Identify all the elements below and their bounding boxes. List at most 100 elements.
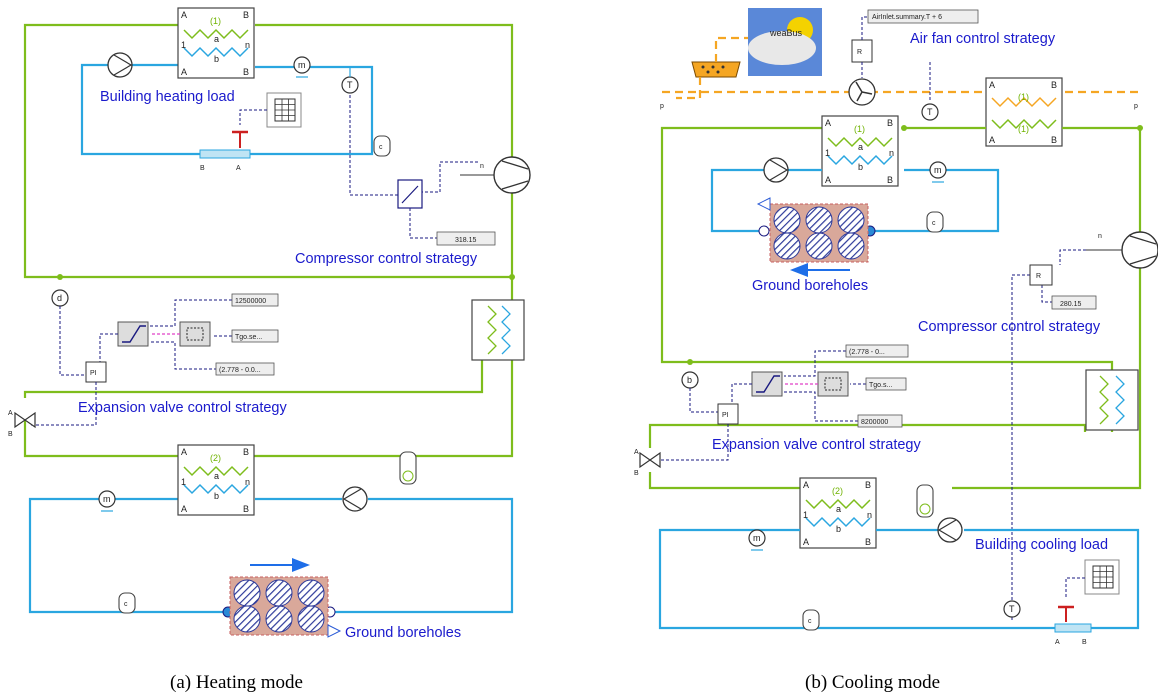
compressor-signals-b <box>1011 249 1086 620</box>
m-label-building-b: m <box>753 533 761 543</box>
mass-flow-sensor-a[interactable]: m <box>293 56 311 78</box>
valve-param-box-3-a[interactable] <box>215 362 275 376</box>
b-signal <box>689 388 718 413</box>
compressor-controller-b[interactable]: R <box>1029 264 1053 286</box>
building-cooler-b[interactable]: A B <box>1054 605 1092 646</box>
valve-controller-b[interactable] <box>817 371 849 397</box>
building-hx-b[interactable]: A B (2) a b 1 n A B <box>799 477 877 549</box>
air-p-right: p <box>1134 103 1138 110</box>
expansion-tank-a1[interactable]: c <box>373 135 391 157</box>
building-load-table[interactable] <box>266 92 302 128</box>
hxb1-id: (1) <box>854 124 865 134</box>
ground-mass-flow-b[interactable]: m <box>929 161 947 183</box>
ground-pump-a[interactable] <box>342 486 368 512</box>
valve-pi-b[interactable]: PI <box>717 403 739 425</box>
valve-param-box-1-a[interactable] <box>231 293 279 307</box>
condenser-hx-a[interactable]: A B (1) a b 1 n A B <box>177 7 255 79</box>
receiver-a[interactable] <box>399 451 417 485</box>
airhx-id-bot: (1) <box>1018 124 1029 134</box>
valve-param-3-b: 8200000 <box>861 419 888 426</box>
density-sensor-b[interactable]: b <box>681 371 699 389</box>
hxb1-1: 1 <box>825 148 830 158</box>
weabus-label: weaBus <box>769 28 803 38</box>
compressor-b[interactable] <box>1121 231 1158 269</box>
hx2-B2: B <box>243 504 249 514</box>
load-signal <box>239 109 267 125</box>
density-sensor-a[interactable]: d <box>51 289 69 307</box>
ground-boreholes-b[interactable] <box>769 203 869 263</box>
fan-signals <box>861 16 931 100</box>
valve-limiter-b[interactable] <box>751 371 783 397</box>
ground-mass-flow-a[interactable]: m <box>98 490 116 512</box>
condenser-hx-b[interactable] <box>1085 369 1139 431</box>
airhx-B: B <box>1051 80 1057 90</box>
building-mass-flow-b[interactable]: m <box>748 529 766 551</box>
airhx-A: A <box>989 80 995 90</box>
compressor-setpoint-box-a[interactable] <box>436 231 496 246</box>
fan-signal-value: AirInlet.summary.T + 6 <box>872 14 942 21</box>
valve-param-box-1-b[interactable] <box>845 344 909 358</box>
air-fan-b[interactable] <box>848 78 876 106</box>
fan-signal-box[interactable] <box>867 9 979 24</box>
d-label: d <box>57 293 62 303</box>
air-temp-sensor-b[interactable]: T <box>921 103 939 121</box>
evaporator-hx-a[interactable] <box>471 299 525 361</box>
ground-pump-b[interactable] <box>763 157 789 183</box>
building-pump-b[interactable] <box>937 517 963 543</box>
hxb2-A: A <box>803 480 809 490</box>
temperature-sensor-a[interactable]: T <box>341 67 359 94</box>
weather-bus-connector[interactable] <box>691 61 741 78</box>
hxb2-id: (2) <box>832 486 843 496</box>
valve-param-box-2-a[interactable] <box>231 329 279 343</box>
valve-param-box-3-b[interactable] <box>857 414 903 428</box>
evaporator-hx-b[interactable]: A B (1) a b 1 n A B <box>821 115 899 187</box>
building-cooling-table[interactable] <box>1084 559 1120 595</box>
building-pump-a[interactable] <box>107 52 133 78</box>
weather-link <box>676 36 748 100</box>
hx2-1: 1 <box>181 477 186 487</box>
hxb2-a: a <box>836 504 841 514</box>
airhx-id-top: (1) <box>1018 92 1029 102</box>
fan-controller-b[interactable]: R <box>851 39 873 63</box>
m-label: m <box>298 60 306 70</box>
flow-arrow-b <box>790 263 850 277</box>
valve-param-box-2-b[interactable] <box>865 377 907 391</box>
airhx-A2: A <box>989 135 995 145</box>
fan-R: R <box>857 49 862 56</box>
ground-hx-a[interactable]: A B (2) a b 1 n A B <box>177 444 255 516</box>
tank-c-ground-b: c <box>932 220 936 227</box>
hxb2-A2: A <box>803 537 809 547</box>
cooler-port-B: B <box>1082 639 1087 646</box>
compressor-n: n <box>480 163 484 170</box>
label-compressor-control-a: Compressor control strategy <box>295 251 478 267</box>
air-hx-b[interactable]: A B (1) (1) A B <box>985 77 1063 147</box>
b-label: b <box>687 375 692 385</box>
label-compressor-control-b: Compressor control strategy <box>918 319 1101 335</box>
building-temp-sensor-b[interactable]: T <box>1003 600 1021 618</box>
hx-id: (1) <box>210 16 221 26</box>
ground-tank-b[interactable]: c <box>926 211 944 233</box>
valve-param-3-a: (2.778 - 0.0... <box>219 367 261 374</box>
ground-tank-a[interactable]: c <box>118 592 136 614</box>
valve-pi-a[interactable]: PI <box>85 361 107 383</box>
m-label-ground-a: m <box>103 494 111 504</box>
building-heater-a[interactable]: B A <box>199 130 251 172</box>
tank-c: c <box>379 144 383 151</box>
compressor-a[interactable] <box>493 156 531 194</box>
weather-data[interactable]: weaBus <box>748 8 822 76</box>
compressor-n-b: n <box>1098 233 1102 240</box>
hx-port-B2: B <box>243 67 249 77</box>
refrigerant-loop-a <box>23 23 514 458</box>
tank-c-ground-a: c <box>124 601 128 608</box>
compressor-setpoint-box-b[interactable] <box>1051 295 1097 310</box>
heater-port-B: B <box>200 165 205 172</box>
expansion-valve-b[interactable] <box>639 452 661 468</box>
valve-limiter-a[interactable] <box>117 321 149 347</box>
ground-boreholes-a[interactable] <box>229 576 329 636</box>
receiver-b[interactable] <box>916 484 934 518</box>
compressor-signal <box>420 161 478 193</box>
valve-controller-a[interactable] <box>179 321 211 347</box>
building-tank-b[interactable]: c <box>802 609 820 631</box>
air-p-left: p <box>660 103 664 110</box>
compressor-controller-a[interactable] <box>397 179 423 209</box>
